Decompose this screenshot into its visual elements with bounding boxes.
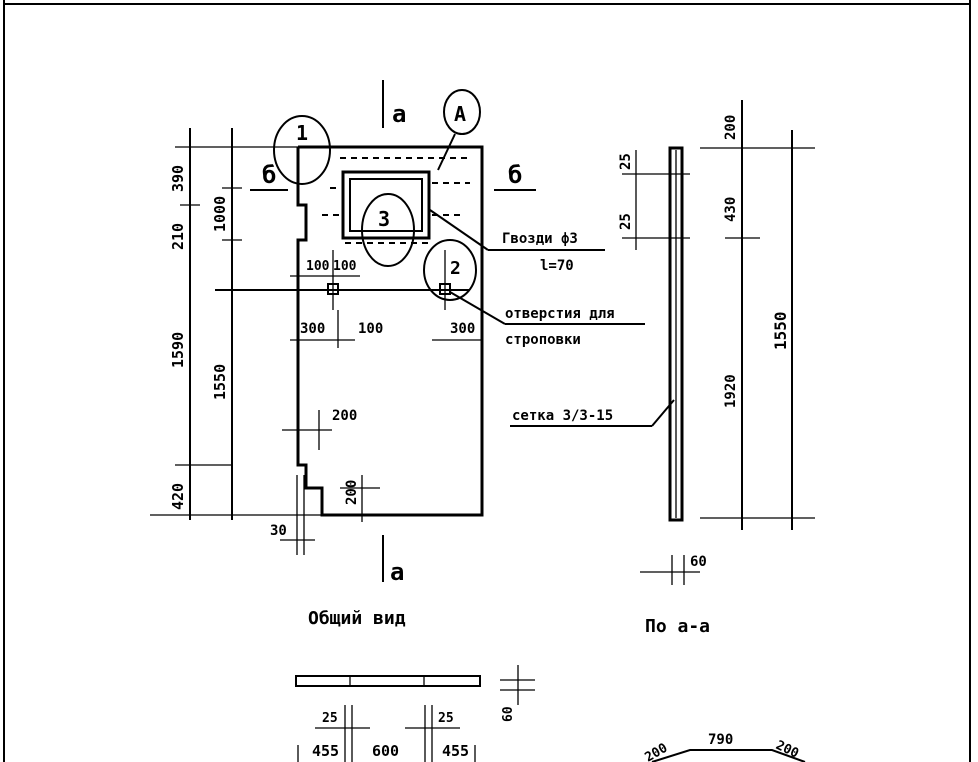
dim-300-b: 300 bbox=[450, 321, 475, 337]
inner-window bbox=[341, 170, 431, 240]
plan-dim-455-a: 455 bbox=[312, 742, 339, 760]
dim-300-a: 300 bbox=[300, 321, 325, 337]
plan-dim-25-b: 25 bbox=[438, 711, 454, 726]
section-panel bbox=[668, 146, 684, 522]
bottom-plan-view: 60 25 25 455 600 455 200 790 200 bbox=[295, 665, 806, 762]
dim-210: 210 bbox=[169, 223, 187, 250]
callout-2-circle bbox=[423, 239, 477, 301]
dim-30: 30 bbox=[270, 523, 287, 539]
note-mesh: сетка 3/3-15 bbox=[512, 408, 613, 424]
title-front-view: Общий вид bbox=[308, 608, 406, 629]
plan-dim-60: 60 bbox=[501, 706, 516, 722]
sec-dim-25-a: 25 bbox=[618, 153, 634, 170]
section-aa-view: 25 25 200 430 1550 1920 60 По а-а bbox=[618, 100, 815, 637]
note-nails: Гвозди ф3 bbox=[502, 231, 578, 247]
page-frame bbox=[3, 0, 971, 762]
dim-420: 420 bbox=[169, 483, 187, 510]
plan-dim-25-a: 25 bbox=[322, 711, 338, 726]
dim-200-b: 200 bbox=[344, 480, 360, 505]
callout-a-label: A bbox=[454, 102, 466, 126]
front-view: a a б б 1 A 3 2 390 bbox=[150, 80, 675, 629]
callout-a-circle bbox=[443, 89, 481, 135]
sec-dim-1550: 1550 bbox=[771, 311, 790, 350]
title-section-aa: По а-а bbox=[645, 616, 710, 637]
dim-1590: 1590 bbox=[169, 332, 187, 368]
dim-100-b: 100 bbox=[333, 259, 357, 274]
sec-dim-25-b: 25 bbox=[618, 213, 634, 230]
bend-dim-790: 790 bbox=[708, 732, 733, 748]
sec-dim-200: 200 bbox=[723, 115, 739, 140]
dim-200-a: 200 bbox=[332, 408, 357, 424]
note-lifting: строповки bbox=[505, 332, 581, 348]
dim-100-a: 100 bbox=[306, 259, 330, 274]
note-nails-length: l=70 bbox=[540, 258, 574, 274]
sec-dim-1920: 1920 bbox=[723, 374, 739, 408]
left-dimension-chain bbox=[150, 128, 322, 520]
plan-panel bbox=[295, 675, 481, 687]
callout-1-label: 1 bbox=[296, 121, 308, 145]
callout-1-circle bbox=[273, 115, 331, 185]
sec-dim-430: 430 bbox=[723, 197, 739, 222]
callout-2-label: 2 bbox=[450, 258, 461, 279]
bend-dim-200-a: 200 bbox=[643, 741, 671, 762]
dim-390: 390 bbox=[169, 165, 187, 192]
panel-outline bbox=[296, 145, 484, 517]
plan-dim-600: 600 bbox=[372, 742, 399, 760]
callout-3-circle bbox=[361, 193, 415, 267]
mesh-bend-sketch bbox=[651, 749, 806, 762]
dim-100-c: 100 bbox=[358, 321, 383, 337]
sec-dim-60: 60 bbox=[690, 554, 707, 570]
section-mark-top: a bbox=[392, 100, 406, 128]
plan-dim-455-b: 455 bbox=[442, 742, 469, 760]
dim-1550: 1550 bbox=[211, 364, 229, 400]
callout-3-label: 3 bbox=[378, 207, 390, 231]
section-mark-left: б bbox=[262, 161, 276, 189]
dim-1000: 1000 bbox=[211, 196, 229, 232]
section-mark-right: б bbox=[508, 161, 522, 189]
note-holes: отверстия для bbox=[505, 306, 615, 322]
section-mark-bottom: a bbox=[390, 558, 404, 586]
